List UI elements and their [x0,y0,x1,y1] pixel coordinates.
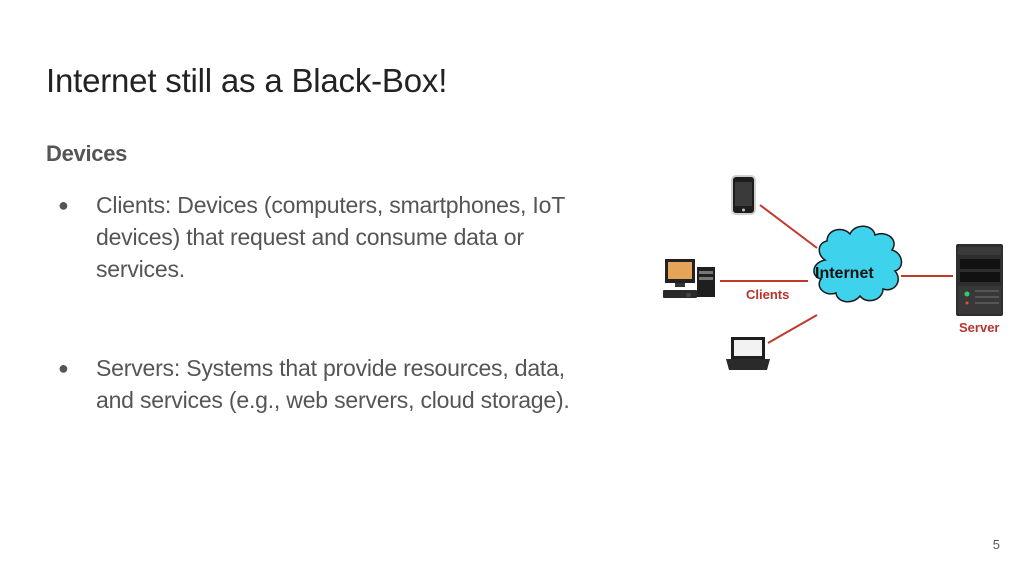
server-tower-icon [956,244,1003,316]
server-label: Server [959,320,1000,335]
link-line-laptop [767,314,818,344]
bullet-text-clients: Clients: Devices (computers, smartphones… [96,192,565,282]
clients-label: Clients [746,287,790,302]
cloud-icon [813,225,903,303]
desktop-computer-icon [663,259,715,298]
smartphone-icon [731,175,756,215]
bullet-marker: ● [58,358,69,378]
bullet-text-servers: Servers: Systems that provide resources,… [96,355,570,413]
link-line-smartphone [759,204,818,249]
bullet-list-clients: ● Clients: Devices (computers, smartphon… [46,189,606,285]
bullet-list-servers: ● Servers: Systems that provide resource… [46,352,606,416]
bullet-marker: ● [58,195,69,215]
client-server-diagram: Internet Clients Server [655,165,1010,390]
bullet-item-clients: ● Clients: Devices (computers, smartphon… [46,189,606,285]
diagram-graphic [663,175,1003,370]
page-number: 5 [992,537,1000,552]
laptop-icon [726,337,770,370]
slide-title: Internet still as a Black-Box! [46,62,448,99]
bullet-item-servers: ● Servers: Systems that provide resource… [46,352,606,416]
internet-label: Internet [815,265,874,282]
section-subheading: Devices [46,141,128,166]
